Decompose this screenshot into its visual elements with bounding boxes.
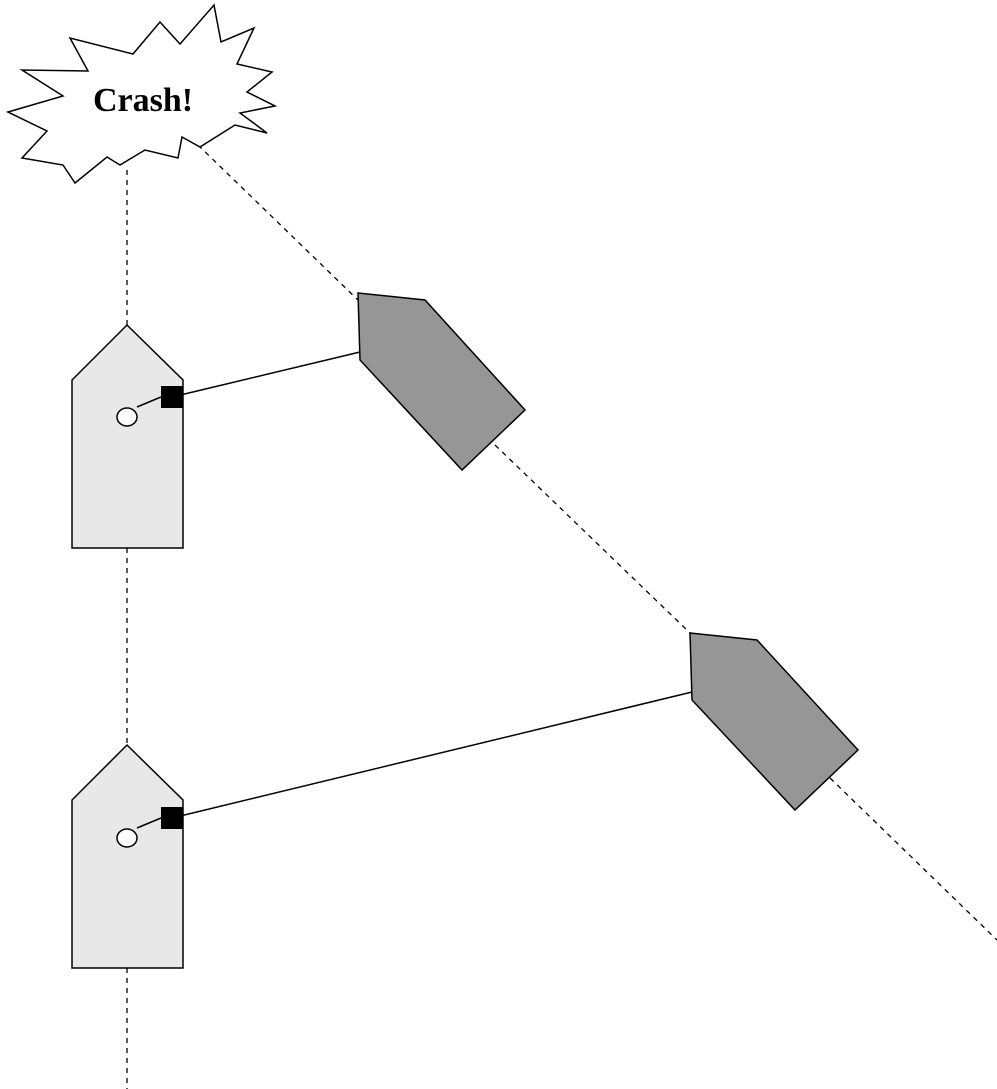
own-boat-1-radar-square — [161, 386, 183, 408]
own-boat-1-link — [136, 396, 162, 408]
own-boat-2-radar-square — [161, 807, 183, 829]
own-boat-2-observer — [116, 828, 138, 848]
other-vessel-track — [197, 144, 997, 941]
other-boat-2 — [689, 632, 860, 812]
own-boat-1 — [71, 323, 184, 549]
other-boat-1 — [357, 292, 527, 472]
own-boat-1-observer — [116, 407, 138, 427]
bearing-line-1 — [171, 351, 361, 398]
crash-burst: Crash! — [5, 3, 278, 185]
crash-label: Crash! — [93, 82, 193, 119]
own-boat-2-link — [136, 817, 162, 829]
own-boat-2 — [71, 743, 184, 969]
bearing-line-2 — [171, 691, 693, 819]
